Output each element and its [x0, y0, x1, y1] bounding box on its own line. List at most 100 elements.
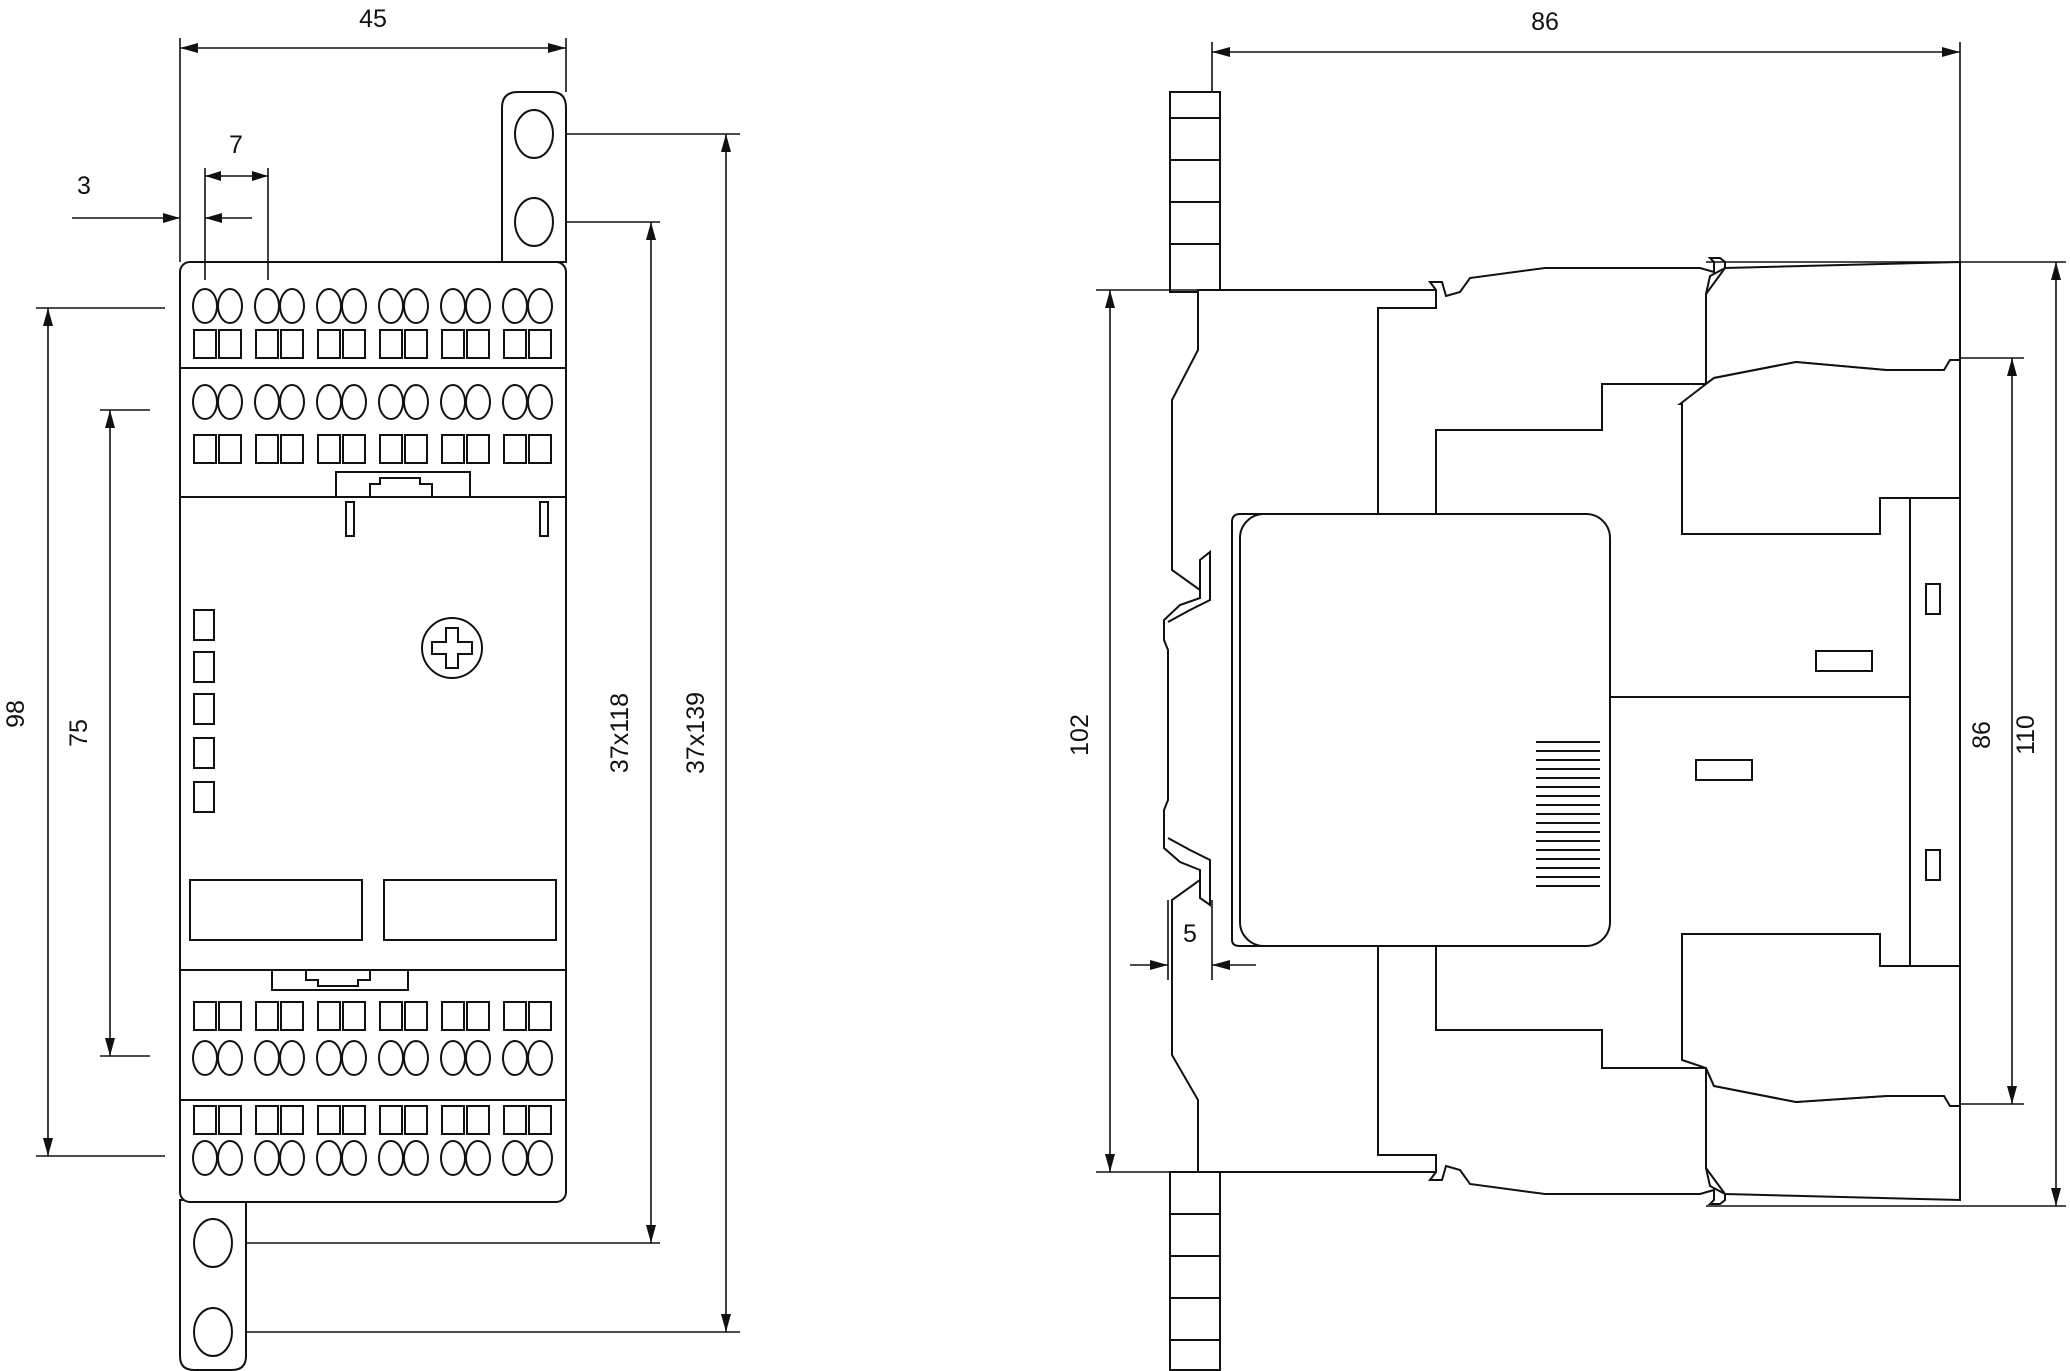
terminal-clamp — [193, 1105, 217, 1135]
terminal-clamp — [255, 329, 279, 359]
dim-pitch: 7 — [204, 131, 269, 280]
din-clip — [1167, 549, 1211, 907]
dim-height-outer-label: 110 — [2012, 715, 2040, 755]
upper-terminal-housing — [1377, 257, 1726, 515]
terminal-screw — [465, 1140, 491, 1176]
dim-width-label: 45 — [359, 5, 387, 33]
terminal-clamp — [193, 1001, 217, 1031]
top-slot-1 — [514, 109, 554, 159]
dim-slot-spacing-short: 37x118 — [246, 221, 660, 1244]
terminal-screw — [279, 384, 305, 420]
terminal-screw — [465, 384, 491, 420]
terminal-screw — [217, 1040, 243, 1076]
terminal-clamp — [441, 434, 465, 464]
terminal-clamp — [255, 1105, 279, 1135]
terminal-clamp — [280, 1001, 304, 1031]
potentiometer-knob[interactable] — [421, 617, 483, 679]
dim-slot-spacing-short-label: 37x118 — [606, 693, 634, 773]
terminal-clamp — [317, 329, 341, 359]
dim-mount-height-outer: 98 — [2, 307, 165, 1157]
terminal-clamp — [528, 1105, 552, 1135]
terminal-clamp — [466, 329, 490, 359]
terminal-clamp — [342, 434, 366, 464]
terminal-screw — [279, 1140, 305, 1176]
side-slot-upper — [1815, 650, 1873, 672]
terminal-clamp — [404, 434, 428, 464]
dim-width: 45 — [179, 5, 567, 262]
front-housing — [179, 261, 567, 1203]
dim-depth: 86 — [1211, 8, 1961, 262]
led-indicator — [193, 737, 215, 769]
terminal-screw — [279, 288, 305, 324]
terminal-screw — [279, 1040, 305, 1076]
dim-height-inner-label: 86 — [1968, 721, 1996, 749]
dim-offset-label: 3 — [77, 172, 91, 200]
terminal-screw — [217, 1140, 243, 1176]
terminal-clamp — [404, 1001, 428, 1031]
bottom-slot-1 — [193, 1218, 233, 1268]
terminal-clamp — [379, 1001, 403, 1031]
dim-pitch-label: 7 — [229, 131, 243, 159]
terminal-screw — [465, 1040, 491, 1076]
side-housing — [1163, 289, 1437, 1173]
terminal-clamp — [193, 434, 217, 464]
terminal-screw — [403, 1040, 429, 1076]
terminal-screw — [217, 288, 243, 324]
terminal-clamp — [503, 329, 527, 359]
terminal-clamp — [379, 1105, 403, 1135]
dim-mount-height-outer-label: 98 — [2, 700, 30, 728]
terminal-clamp — [193, 329, 217, 359]
terminal-screw — [341, 384, 367, 420]
top-coding-clip — [335, 471, 471, 497]
top-slot-2 — [514, 197, 554, 247]
din-rail-bottom-ticks — [1170, 1213, 1220, 1341]
terminal-clamp — [528, 329, 552, 359]
terminal-clamp — [218, 329, 242, 359]
bottom-coding-clip — [271, 970, 409, 991]
dim-offset: 3 — [72, 172, 252, 223]
terminal-screw — [341, 288, 367, 324]
top-latch-right — [539, 501, 549, 537]
din-rail-top — [1169, 91, 1221, 293]
din-rail-top-ticks — [1170, 117, 1220, 245]
terminal-clamp — [503, 1105, 527, 1135]
terminal-clamp — [317, 434, 341, 464]
terminal-screw — [527, 1140, 553, 1176]
terminal-clamp — [255, 434, 279, 464]
dim-slot-spacing-long: 37x139 — [246, 133, 740, 1333]
dim-mount-height-inner: 75 — [65, 409, 150, 1057]
potentiometer-cross-icon — [431, 627, 473, 669]
bottom-mounting-tab — [179, 1199, 247, 1371]
led-indicator — [193, 651, 215, 683]
dim-height-outer: 110 — [1706, 261, 2066, 1207]
lower-terminal-step — [1681, 933, 1961, 1107]
terminal-clamp — [317, 1105, 341, 1135]
terminal-screw — [527, 288, 553, 324]
terminal-clamp — [404, 329, 428, 359]
terminal-screw — [403, 288, 429, 324]
dim-depth-label: 86 — [1531, 8, 1559, 36]
terminal-screw — [217, 384, 243, 420]
terminal-clamp — [218, 434, 242, 464]
barcode-label — [1536, 741, 1600, 887]
terminal-clamp — [342, 329, 366, 359]
label-window-left — [189, 879, 363, 941]
terminal-clamp — [466, 1105, 490, 1135]
terminal-clamp — [218, 1001, 242, 1031]
terminal-clamp — [317, 1001, 341, 1031]
terminal-clamp — [503, 1001, 527, 1031]
dim-rail-offset: 5 — [1130, 900, 1256, 980]
terminal-clamp — [528, 1001, 552, 1031]
dim-mount-height-inner-label: 75 — [65, 719, 93, 747]
upper-terminal-step — [1677, 359, 1961, 535]
terminal-clamp — [441, 329, 465, 359]
terminal-screw — [403, 1140, 429, 1176]
led-indicators — [193, 609, 215, 813]
terminal-screw — [341, 1040, 367, 1076]
terminal-clamp — [441, 1001, 465, 1031]
front-view: 45 7 3 98 — [2, 5, 740, 1371]
terminal-screw — [465, 288, 491, 324]
terminal-screw — [403, 384, 429, 420]
dim-rail-offset-label: 5 — [1183, 920, 1197, 948]
terminal-screw — [527, 1040, 553, 1076]
